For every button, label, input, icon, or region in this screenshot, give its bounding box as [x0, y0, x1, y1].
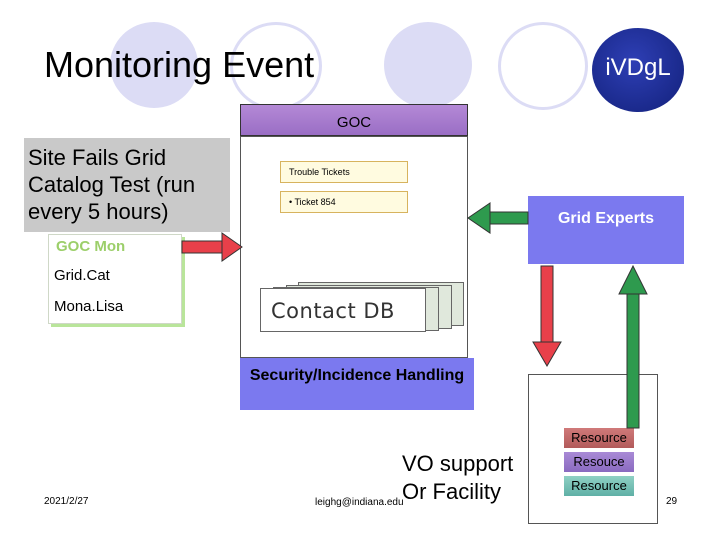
goc-mon-box: [48, 234, 182, 324]
goc-mon-title: GOC Mon: [56, 238, 126, 255]
footer-page-number: 29: [666, 496, 678, 507]
ivdgl-logo: [592, 28, 684, 112]
decor-circle: [230, 22, 322, 110]
vo-support-text: VO support Or Facility: [402, 450, 530, 506]
resource-item: Resource: [564, 428, 634, 448]
site-fails-box: Site Fails Grid Catalog Test (run every …: [24, 138, 230, 232]
slide-title: Monitoring Event: [44, 44, 315, 85]
logo-text: iVDgL: [605, 54, 671, 81]
decor-circle: [498, 22, 588, 110]
goc-mon-item: Grid.Cat: [54, 267, 110, 284]
decor-circle: [110, 22, 198, 108]
red-arrow-right: [181, 232, 243, 262]
grid-experts-box: Grid Experts: [528, 196, 684, 264]
decor-circle: [384, 22, 472, 108]
green-arrow-left: [467, 202, 529, 234]
goc-mon-item: Mona.Lisa: [54, 298, 124, 315]
ticket-item: • Ticket 854: [280, 191, 408, 213]
goc-header: GOC: [240, 104, 468, 136]
security-incidence-box: Security/Incidence Handling: [240, 358, 474, 410]
footer-date: 2021/2/27: [44, 496, 89, 507]
green-arrow-up: [618, 264, 648, 429]
footer-email: leighg@indiana.edu: [315, 497, 404, 508]
contact-db-card: Contact DB: [260, 288, 426, 332]
resource-item: Resource: [564, 476, 634, 496]
trouble-tickets-box: Trouble Tickets: [280, 161, 408, 183]
resource-item: Resouce: [564, 452, 634, 472]
red-arrow-down: [532, 265, 562, 367]
vo-support-label: VO support Or Facility: [402, 451, 514, 504]
